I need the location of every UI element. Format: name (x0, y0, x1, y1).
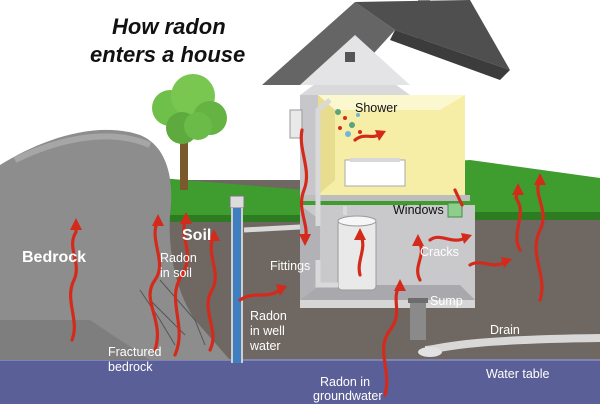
radon-arrow (206, 233, 217, 352)
radon-arrows (69, 128, 545, 397)
label-radon-well-3: water (249, 339, 281, 353)
label-windows: Windows (393, 203, 444, 217)
tree (152, 74, 227, 190)
label-radon-well-2: in well (250, 324, 285, 338)
label-fittings: Fittings (270, 259, 310, 273)
title-line-2: enters a house (90, 42, 245, 67)
title-line-1: How radon (112, 14, 226, 39)
radon-arrow (148, 218, 162, 352)
label-groundwater-2: groundwater (313, 389, 383, 403)
radon-arrow (468, 260, 507, 267)
label-water-table: Water table (486, 367, 550, 381)
radon-arrow (453, 188, 464, 207)
radon-arrow (428, 235, 467, 242)
label-drain: Drain (490, 323, 520, 337)
label-cracks: Cracks (420, 245, 459, 259)
label-groundwater-1: Radon in (320, 375, 370, 389)
radon-arrowheads (70, 130, 546, 296)
house (262, 0, 510, 201)
radon-arrow (381, 283, 402, 397)
radon-arrow (69, 223, 78, 342)
radon-arrow (173, 216, 190, 357)
radon-arrow (514, 188, 522, 252)
label-radon-well-1: Radon (250, 309, 287, 323)
label-fractured-2: bedrock (108, 360, 153, 374)
groundwater-layer (0, 360, 600, 404)
bedrock-outcrop (0, 129, 230, 360)
label-shower: Shower (355, 101, 397, 115)
radon-arrow (299, 128, 309, 242)
label-radon-in-soil-2: in soil (160, 266, 192, 280)
radon-arrow (238, 288, 282, 302)
label-radon-in-soil-1: Radon (160, 251, 197, 265)
label-soil: Soil (182, 227, 211, 244)
shower-spray (335, 109, 362, 137)
label-bedrock: Bedrock (22, 249, 86, 266)
radon-arrow (534, 178, 545, 302)
label-sump: Sump (430, 294, 463, 308)
label-fractured-1: Fractured (108, 345, 162, 359)
